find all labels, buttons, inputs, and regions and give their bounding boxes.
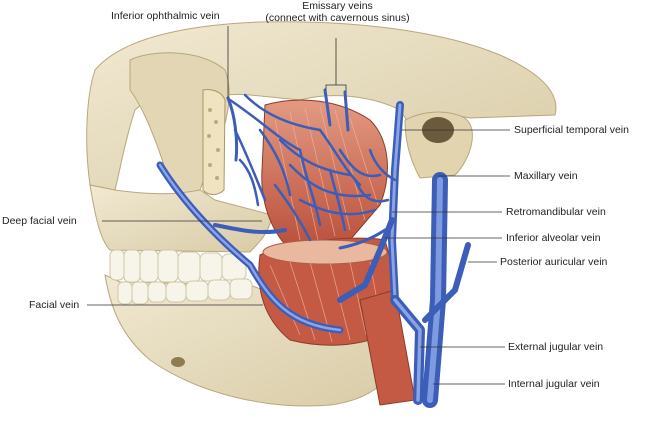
label-superficial-temporal-vein: Superficial temporal vein (514, 124, 629, 136)
maxillary-section (202, 89, 226, 195)
inferior-alveolar-vein (338, 228, 387, 250)
vein-network (156, 88, 471, 408)
deep-facial-vein (213, 223, 287, 235)
pterygoid-plexus (228, 93, 397, 242)
label-emissary-veins-line2: (connect with cavernous sinus) (265, 12, 410, 24)
upper-teeth (109, 249, 247, 283)
retromandibular-vein (337, 217, 395, 303)
lower-teeth (117, 278, 253, 305)
emissary-veins (323, 88, 350, 132)
label-external-jugular-vein: External jugular vein (508, 341, 604, 353)
label-maxillary-vein: Maxillary vein (514, 170, 578, 182)
masseter-cut-surface (262, 239, 388, 265)
spongy-bone-texture (207, 108, 220, 180)
maxilla (89, 184, 273, 253)
label-inferior-ophthalmic-vein: Inferior ophthalmic vein (111, 10, 220, 22)
label-posterior-auricular-vein: Posterior auricular vein (500, 256, 608, 268)
label-facial-vein: Facial vein (29, 299, 80, 311)
label-deep-facial-vein: Deep facial vein (2, 215, 77, 227)
label-retromandibular-vein: Retromandibular vein (506, 206, 606, 218)
label-emissary-veins: Emissary veins (connect with cavernous s… (255, 0, 420, 24)
posterior-auricular-vein (422, 242, 471, 323)
label-emissary-veins-line1: Emissary veins (302, 0, 373, 12)
label-internal-jugular-vein: Internal jugular vein (508, 378, 600, 390)
label-inferior-alveolar-vein: Inferior alveolar vein (506, 232, 601, 244)
inferior-ophthalmic-vein (226, 96, 239, 162)
mental-foramen (171, 357, 185, 367)
temporal-bone (404, 111, 473, 179)
leader-lines (87, 26, 510, 385)
